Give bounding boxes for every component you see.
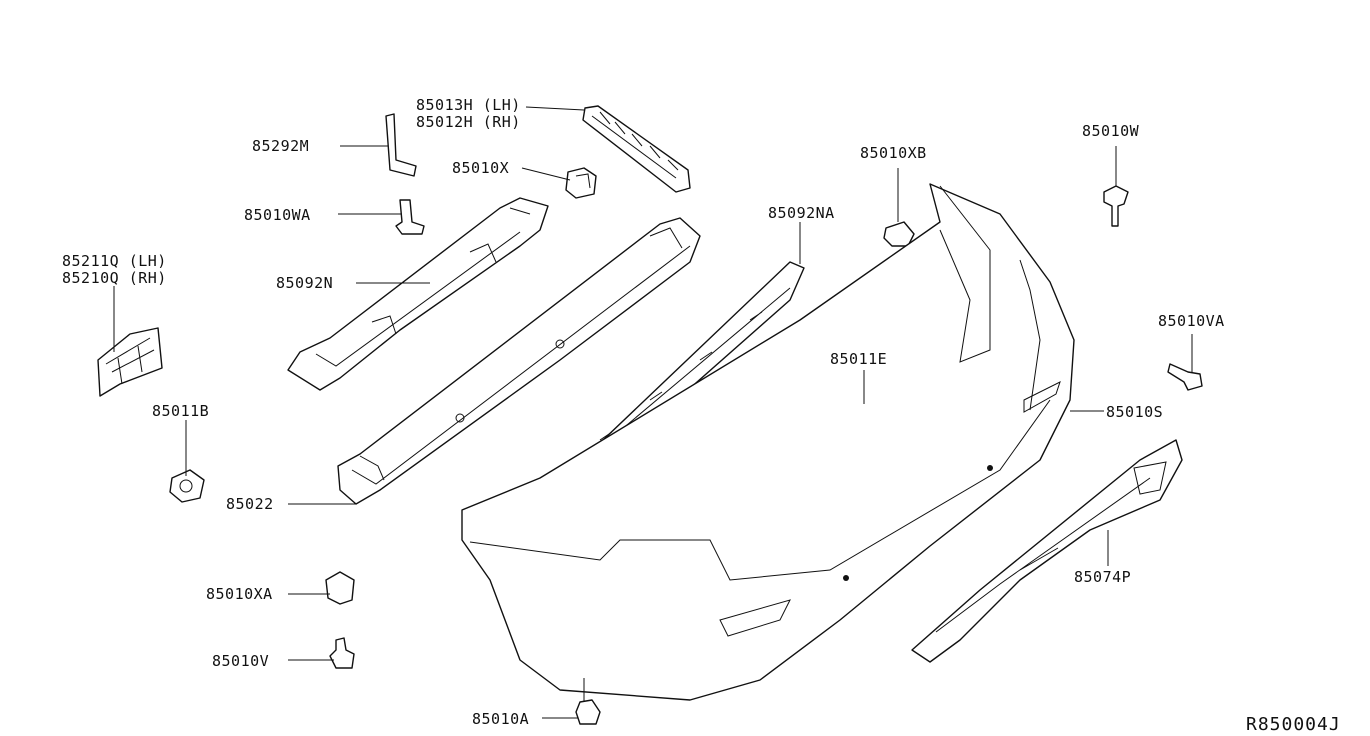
label-85012h: 85012H (RH) [416, 113, 521, 131]
diagram-reference-code: R850004J [1246, 714, 1341, 735]
clip-85010xb [883, 221, 915, 247]
screw-85010va [1167, 363, 1203, 391]
label-85010wa: 85010WA [244, 206, 311, 224]
label-85292m: 85292M [252, 137, 309, 155]
bolt-85010v [329, 637, 355, 669]
energy-absorber-85092n [287, 197, 549, 391]
label-85022: 85022 [226, 495, 274, 513]
side-bracket-85211q [97, 327, 163, 397]
label-85011e: 85011E [830, 350, 887, 368]
clip-85010w [1103, 185, 1129, 227]
diffuser-85074p [911, 439, 1183, 663]
label-85010v: 85010V [212, 652, 269, 670]
label-85010xb: 85010XB [860, 144, 927, 162]
label-85010x: 85010X [452, 159, 509, 177]
label-85010w: 85010W [1082, 122, 1140, 140]
clip-85010x [565, 167, 597, 199]
l-bracket [385, 113, 417, 177]
clip-85010xa [325, 571, 355, 605]
label-85013h: 85013H (LH) [416, 96, 521, 114]
label-85010a: 85010A [472, 710, 529, 728]
label-85092n: 85092N [276, 274, 333, 292]
screw-85010a [575, 699, 601, 725]
nut-85011b [169, 469, 205, 503]
push-pin-85010wa [395, 199, 425, 235]
label-85210q: 85210Q (RH) [62, 269, 167, 287]
label-85011b: 85011B [152, 402, 209, 420]
side-bracket-strip [582, 105, 691, 193]
label-85074p: 85074P [1074, 568, 1131, 586]
label-85092na: 85092NA [768, 204, 835, 222]
label-85211q: 85211Q (LH) [62, 252, 167, 270]
label-85010s: 85010S [1106, 403, 1163, 421]
reinforcement-beam-85022 [337, 217, 701, 505]
part-labels: 85013H (LH) 85012H (RH) 85292M 85010X 85… [62, 96, 1225, 728]
label-85010xa: 85010XA [206, 585, 273, 603]
label-85010va: 85010VA [1158, 312, 1225, 330]
bumper-fascia-85010s [461, 183, 1075, 701]
leader-lines [113, 106, 1193, 719]
